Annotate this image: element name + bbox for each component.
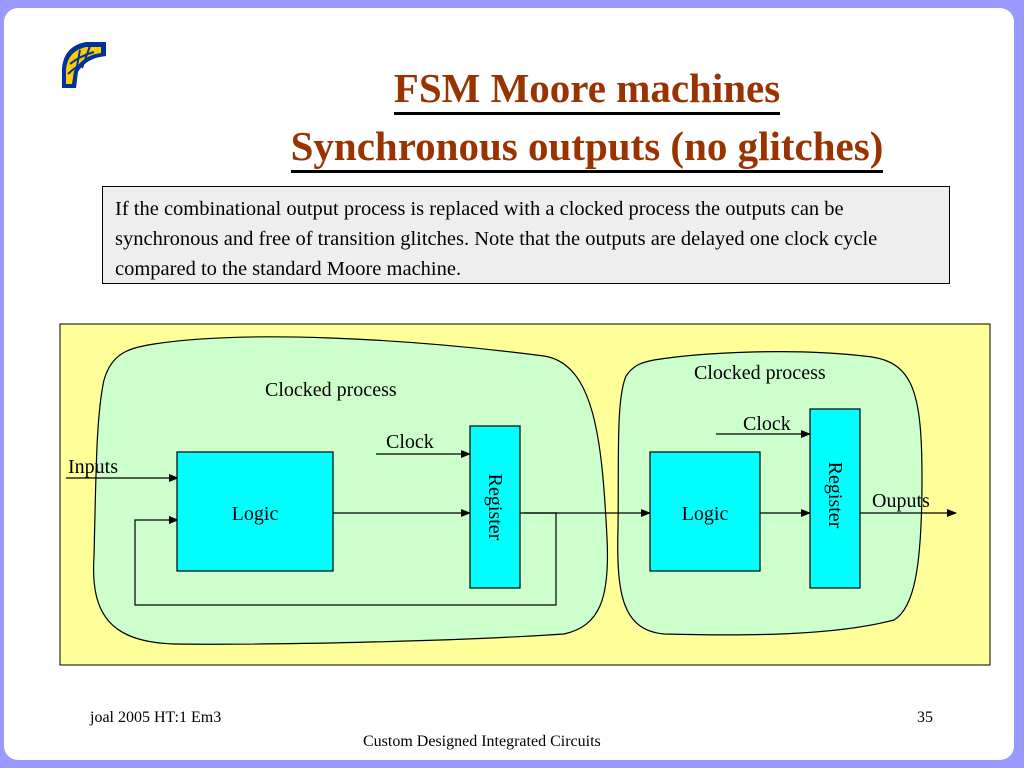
footer-course: Custom Designed Integrated Circuits (363, 733, 601, 750)
right-process-label: Clocked process (694, 362, 826, 384)
slide-title-line2: Synchronous outputs (no glitches) (82, 123, 1014, 173)
left-register-label: Register (484, 474, 506, 541)
left-logic-label: Logic (232, 503, 279, 525)
left-logic-block (176, 451, 334, 572)
left-process-label: Clocked process (265, 379, 397, 401)
right-register-block (809, 408, 861, 589)
inputs-label: Inputs (68, 456, 118, 478)
outputs-label: Ouputs (872, 490, 930, 512)
university-logo-icon (62, 42, 106, 88)
right-logic-block (649, 451, 761, 572)
footer-page-number: 35 (917, 709, 933, 726)
right-clock-label: Clock (743, 413, 791, 435)
right-logic-label: Logic (682, 503, 729, 525)
fsm-diagram: Inputs Logic Register Clock Clocked proc… (59, 323, 991, 666)
left-clock-label: Clock (386, 431, 434, 453)
slide: FSM Moore machines Synchronous outputs (… (4, 8, 1014, 760)
right-register-label: Register (824, 462, 846, 529)
footer-author: joal 2005 HT:1 Em3 (90, 709, 222, 726)
left-register-block (469, 425, 521, 589)
description-box: If the combinational output process is r… (102, 186, 950, 284)
slide-title-line1: FSM Moore machines (82, 65, 1014, 115)
